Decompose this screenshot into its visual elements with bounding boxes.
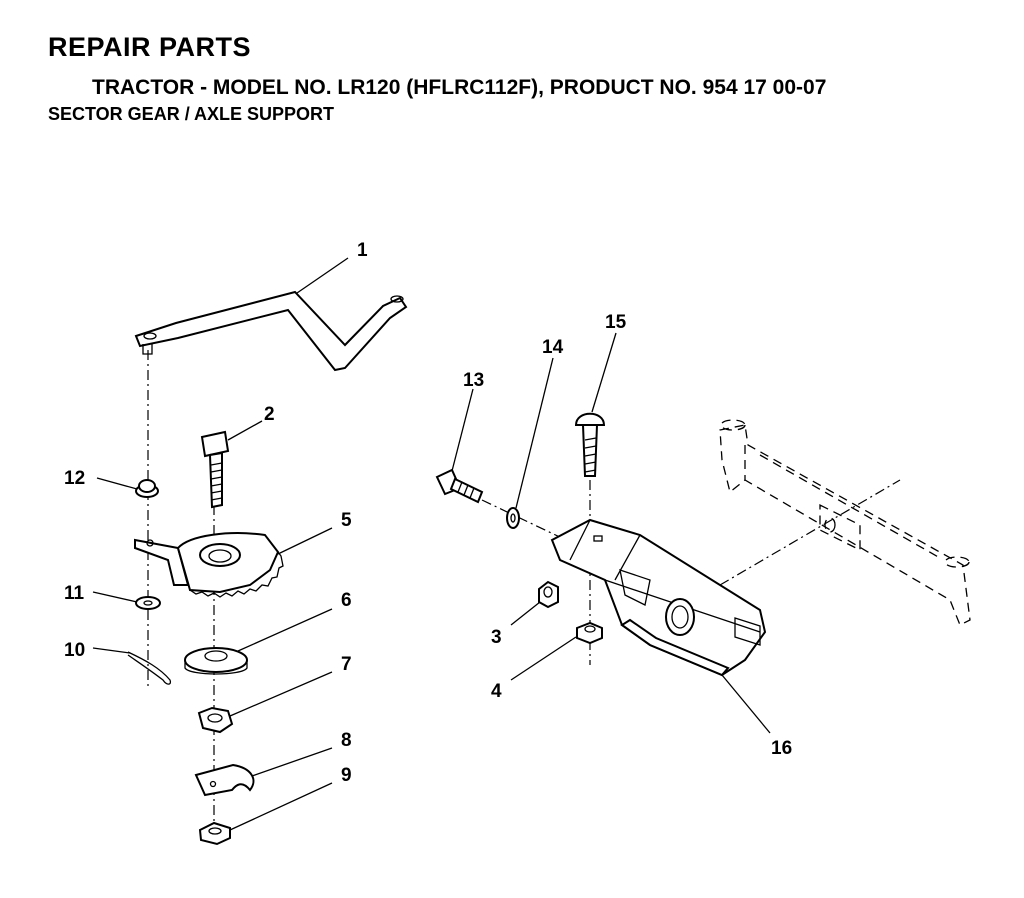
part-1-drag-link <box>134 290 408 372</box>
callout-2: 2 <box>264 404 275 425</box>
part-12-flange-nut <box>135 479 159 498</box>
callout-13: 13 <box>463 370 484 391</box>
part-9-hex-nut <box>198 821 231 846</box>
callout-11: 11 <box>64 583 85 604</box>
part-13-hex-bolt <box>435 468 484 504</box>
callout-12: 12 <box>64 468 85 489</box>
callout-7: 7 <box>341 654 352 675</box>
callout-16: 16 <box>771 738 792 759</box>
front-axle-outline <box>719 419 971 626</box>
section-title: SECTOR GEAR / AXLE SUPPORT <box>48 104 335 124</box>
part-6-bushing <box>184 647 248 675</box>
part-4-hex-nut <box>576 621 603 645</box>
assembly-axis-axle <box>719 479 901 586</box>
page-title: REPAIR PARTS <box>48 32 252 62</box>
part-7-hex-nut <box>197 706 234 734</box>
part-14-washer <box>506 507 520 529</box>
callout-5: 5 <box>341 510 352 531</box>
callout-1: 1 <box>357 240 368 261</box>
callout-15: 15 <box>605 312 627 333</box>
callout-4: 4 <box>491 681 502 702</box>
page-subtitle: TRACTOR - MODEL NO. LR120 (HFLRC112F), P… <box>92 76 827 99</box>
callout-9: 9 <box>341 765 352 786</box>
part-16-axle-support <box>550 518 767 677</box>
part-3-lock-nut <box>538 580 559 609</box>
callout-10: 10 <box>64 640 85 661</box>
callout-6: 6 <box>341 590 352 611</box>
callout-labels: 1 2 3 4 5 6 7 8 9 10 11 12 13 14 15 16 <box>64 240 792 786</box>
part-10-cotter-pin <box>127 651 172 685</box>
callout-3: 3 <box>491 627 502 648</box>
part-8-clip <box>194 763 255 797</box>
part-11-washer <box>135 596 161 610</box>
part-5-sector-gear <box>134 532 284 598</box>
callout-8: 8 <box>341 730 352 751</box>
leader-lines <box>92 257 771 831</box>
part-2-bolt <box>200 430 230 509</box>
part-15-carriage-bolt <box>574 412 606 477</box>
callout-14: 14 <box>542 337 564 358</box>
